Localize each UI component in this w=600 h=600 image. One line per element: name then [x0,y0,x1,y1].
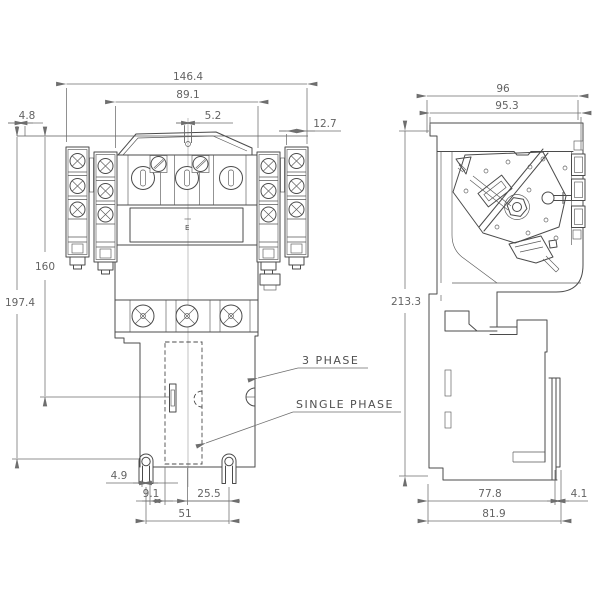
side-terminal-blocks [571,140,586,245]
dimensions-side: 96 95.3 213.3 77.8 4.1 81.9 [391,83,592,524]
dim-clip-width: 4.1 [571,488,588,500]
single-phase-slot [169,383,177,413]
hex-nut [506,197,528,217]
aux-block-right-outer [284,146,309,270]
side-upper-housing [429,122,584,293]
aux-block-left-inner [93,151,118,275]
label-plate [129,207,244,243]
phase-annotations: 3 PHASE SINGLE PHASE [195,354,401,449]
dim-center-to-foot: 25.5 [197,488,220,500]
rail-clip [548,377,561,481]
dim-side-height: 213.3 [391,296,421,308]
dim-height-total: 197.4 [5,297,35,309]
aux-screws-top [149,155,210,173]
three-phase-label: 3 PHASE [302,354,359,367]
dim-foot-slot: 4.9 [111,470,128,482]
side-view [428,122,586,481]
dim-top-slot: 5.2 [205,110,222,122]
dimensions-front: 146.4 89.1 5.2 4.8 12.7 197.4 160 [5,71,341,524]
top-cover [117,131,253,156]
dim-left-offset: 4.8 [19,110,36,122]
dim-base-depth: 77.8 [478,488,501,500]
mounting-foot-right [221,453,237,484]
lower-wedge [508,235,554,264]
shaft-pad [504,194,530,220]
aux-block-left-outer [65,146,90,270]
mechanism-plate [452,148,573,273]
phillips-screws [131,304,243,328]
hatched-bracket [455,156,472,175]
front-lower-body [12,331,259,484]
aux-block-right-inner [256,151,281,275]
dim-overall-width: 146.4 [173,71,203,83]
dim-base-overall: 81.9 [482,508,505,520]
dim-depth-body: 95.3 [495,100,518,112]
pivot-circle [541,191,555,205]
terminal-screws-top [131,166,243,190]
single-phase-region [164,341,203,465]
dim-foot-spacing: 51 [178,508,191,520]
mounting-foot-left [138,453,154,484]
dim-depth-overall: 96 [496,83,510,95]
front-body: E [114,125,259,333]
dim-foot-offset: 9.1 [143,488,160,500]
dim-body-width: 89.1 [176,89,199,101]
front-view: E [12,118,309,487]
dim-height-mid: 160 [35,261,55,273]
side-lower-body [444,291,561,481]
single-phase-label: SINGLE PHASE [296,398,394,411]
dim-aux-width: 12.7 [313,118,336,130]
label-plate-mark: E [185,224,189,232]
aux-contact-blocks [65,146,309,291]
